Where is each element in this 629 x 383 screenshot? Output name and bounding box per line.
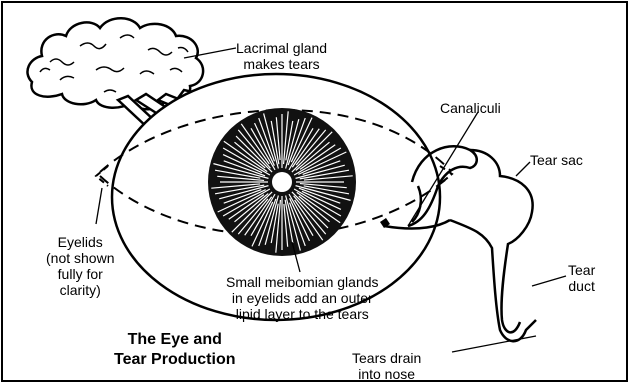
tear-duct-label: Tear duct (568, 262, 595, 294)
drain-label: Tears drain into nose (352, 350, 421, 382)
eyelids-line-4: clarity) (46, 282, 114, 298)
eyelids-label: Eyelids (not shown fully for clarity) (46, 234, 114, 298)
eyelids-line-1: Eyelids (46, 234, 114, 250)
lacrimal-gland-label: Lacrimal gland makes tears (236, 40, 327, 72)
diagram-title: The Eye and Tear Production (114, 330, 236, 370)
title-line-2: Tear Production (114, 350, 236, 370)
lacrimal-gland-line-1: Lacrimal gland (236, 40, 327, 56)
lacrimal-gland-line-2: makes tears (236, 56, 327, 72)
meibomian-line-3: lipid layer to the tears (226, 306, 379, 322)
lacrimal-gland-illustration (27, 18, 203, 109)
meibomian-line-1: Small meibomian glands (226, 274, 379, 290)
canaliculi-label: Canaliculi (440, 100, 501, 116)
eyelids-line-2: (not shown (46, 250, 114, 266)
tear-duct-line-2: duct (568, 278, 595, 294)
drain-line-2: into nose (352, 366, 421, 382)
tear-duct-line-1: Tear (568, 262, 595, 278)
meibomian-line-2: in eyelids add an outer (226, 290, 379, 306)
iris-pupil (208, 108, 356, 256)
tear-sac-text: Tear sac (530, 152, 583, 168)
canaliculi-text: Canaliculi (440, 100, 501, 116)
eyelids-line-3: fully for (46, 266, 114, 282)
title-line-1: The Eye and (114, 330, 236, 350)
drain-line-1: Tears drain (352, 350, 421, 366)
meibomian-label: Small meibomian glands in eyelids add an… (226, 274, 379, 322)
tear-sac-label: Tear sac (530, 152, 583, 168)
